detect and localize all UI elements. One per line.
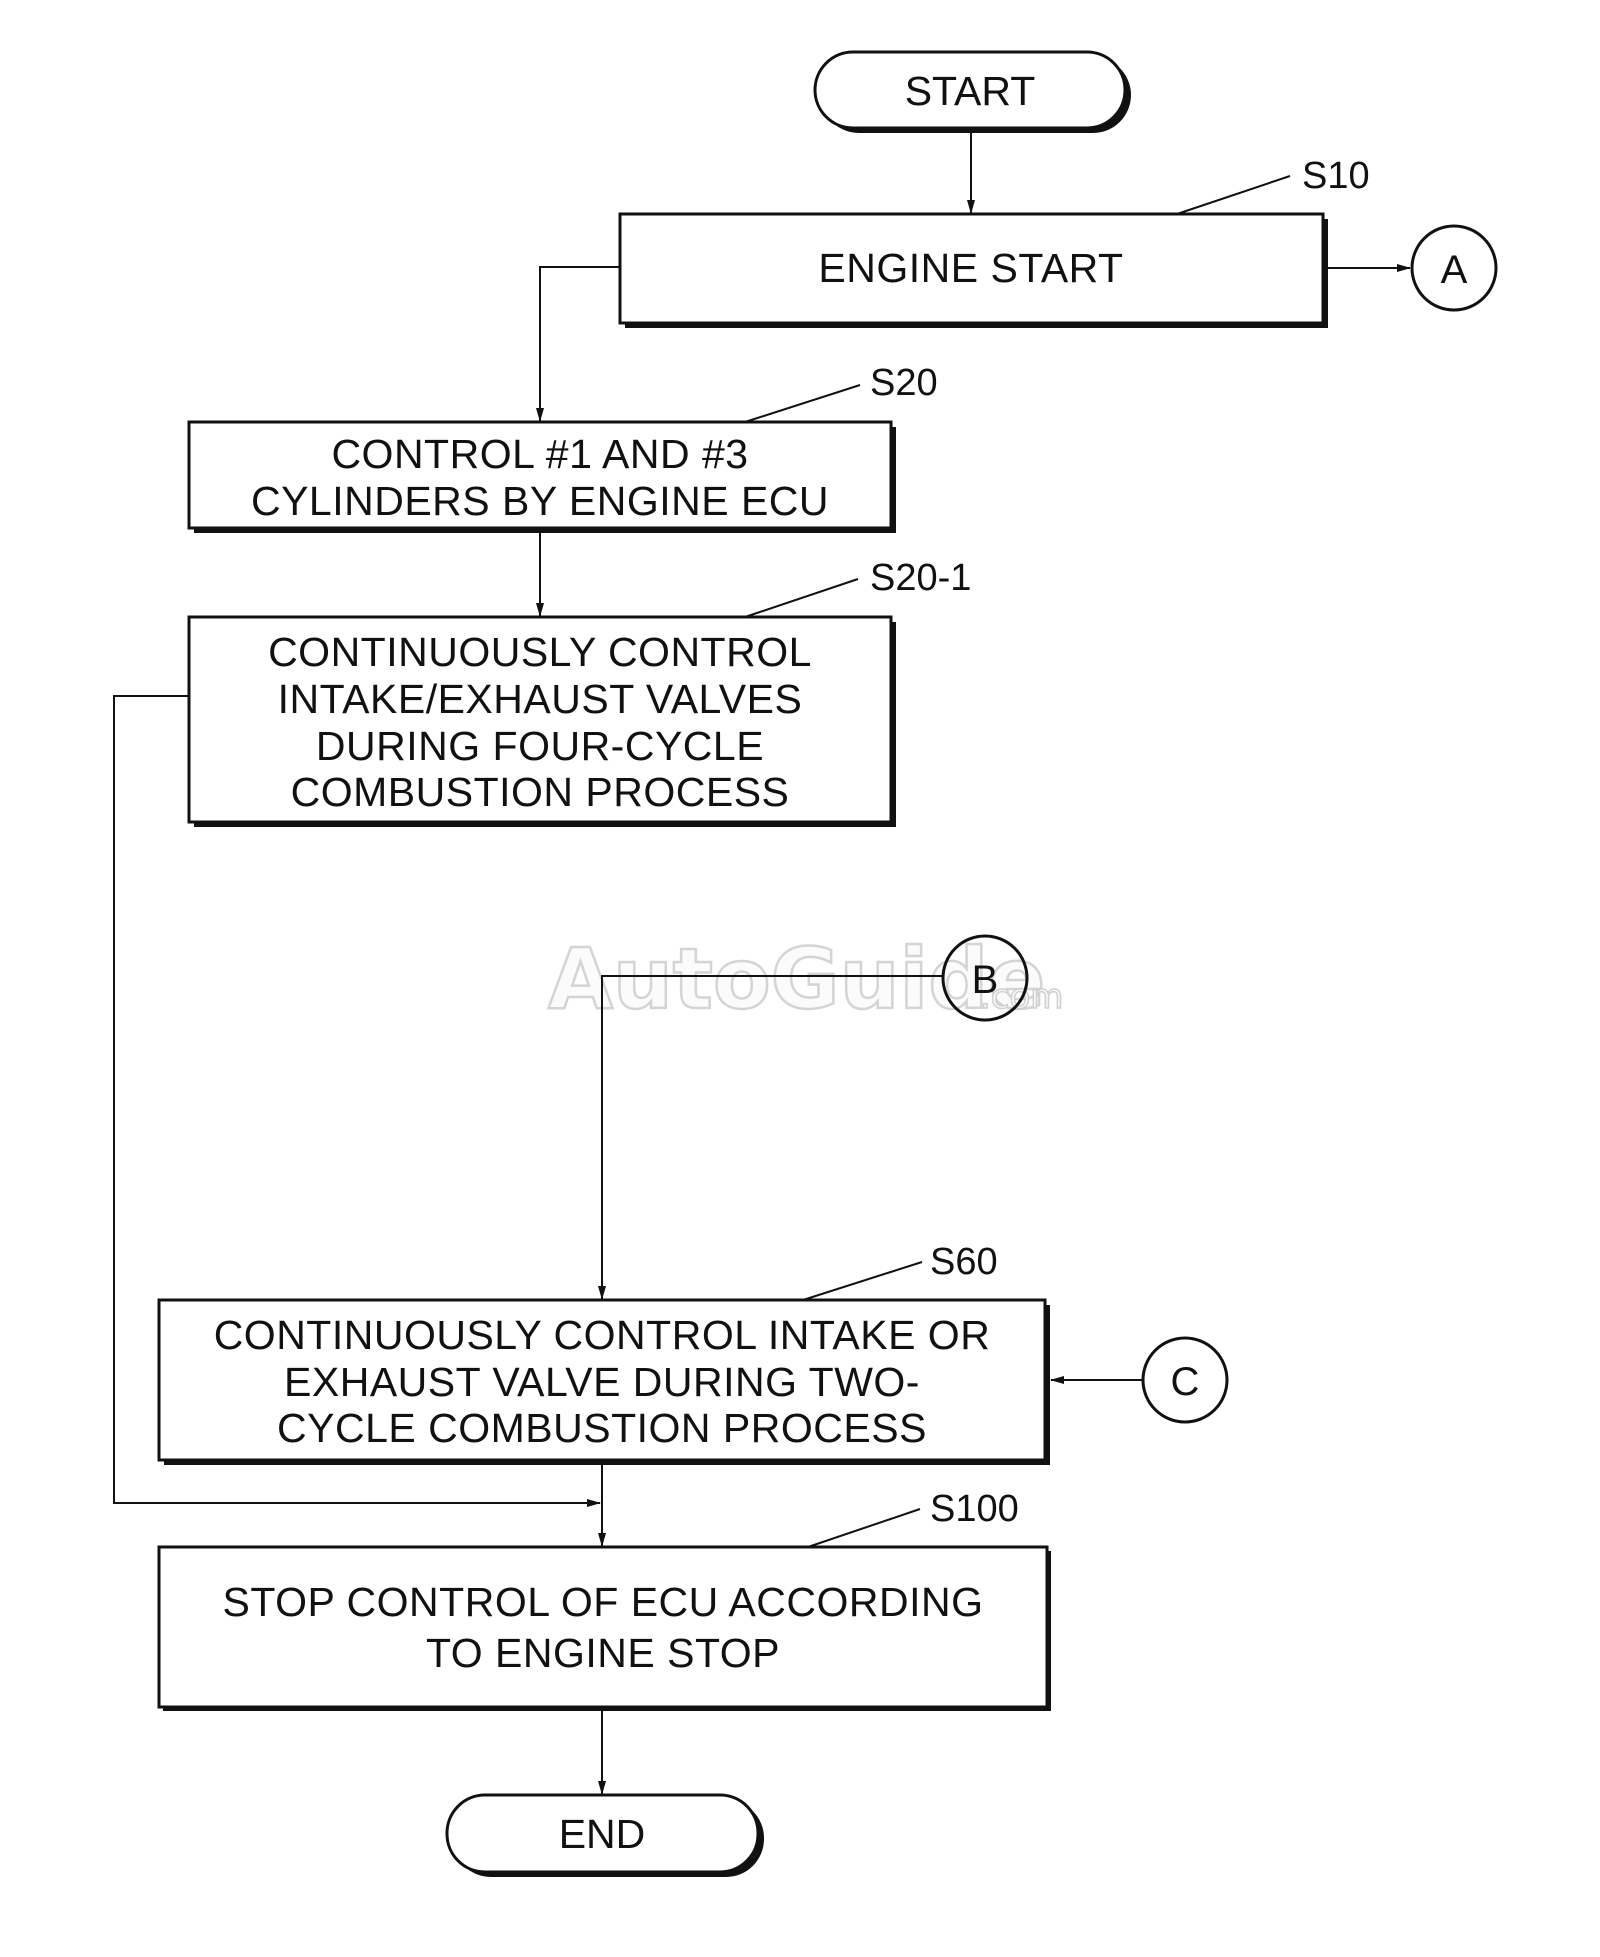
arrow-s20-1-bypass-to-s100 [113,695,601,1507]
step-s20-line-1: CONTROL #1 AND #3 [331,431,748,477]
step-s10-text: ENGINE START [818,245,1123,291]
step-s20: CONTROL #1 AND #3 CYLINDERS BY ENGINE EC… [187,420,896,533]
s100-leader-line [807,1508,921,1548]
arrow-s10-to-s20 [536,266,620,422]
step-s20-1-line-4: COMBUSTION PROCESS [291,769,790,815]
step-ref-s20-1: S20-1 [870,557,971,599]
step-s100: STOP CONTROL OF ECU ACCORDING TO ENGINE … [157,1545,1051,1711]
arrow-b-to-s60 [598,975,943,1300]
watermark-suffix: .com [980,977,1063,1017]
step-s10: ENGINE START [618,212,1328,328]
end-label: END [559,1811,646,1857]
step-s100-line-1: STOP CONTROL OF ECU ACCORDING [223,1579,984,1625]
step-s100-line-2: TO ENGINE STOP [426,1630,780,1676]
s20-leader-line [744,384,861,423]
step-s60-line-3: CYCLE COMBUSTION PROCESS [277,1405,927,1451]
watermark-text: AutoGuide [548,930,1045,1028]
s10-leader-line [1176,175,1291,215]
step-s60-line-2: EXHAUST VALVE DURING TWO- [284,1359,920,1405]
s20-1-leader-line [744,578,859,618]
connector-c-label: C [1171,1360,1200,1404]
end-terminal: END [445,1793,764,1877]
connector-a: A [1410,224,1498,312]
step-ref-s20: S20 [870,362,938,404]
start-terminal: START [813,50,1131,133]
start-label: START [905,68,1036,114]
connector-b-label: B [972,958,999,1002]
connector-c: C [1141,1336,1229,1424]
step-s20-1-line-1: CONTINUOUSLY CONTROL [268,629,812,675]
step-s60-line-1: CONTINUOUSLY CONTROL INTAKE OR [214,1312,991,1358]
connector-b: B [941,934,1029,1022]
step-s20-1: CONTINUOUSLY CONTROL INTAKE/EXHAUST VALV… [187,615,896,827]
step-s20-1-line-3: DURING FOUR-CYCLE [316,723,764,769]
step-ref-s10: S10 [1302,155,1370,197]
step-s20-1-line-2: INTAKE/EXHAUST VALVES [278,676,803,722]
step-s60: CONTINUOUSLY CONTROL INTAKE OR EXHAUST V… [157,1298,1050,1465]
step-ref-s100: S100 [930,1488,1019,1530]
step-s20-line-2: CYLINDERS BY ENGINE ECU [251,478,829,524]
watermark: AutoGuide .com [547,929,1064,1030]
s60-leader-line [802,1261,923,1301]
step-ref-s60: S60 [930,1241,998,1283]
connector-a-label: A [1441,248,1468,292]
